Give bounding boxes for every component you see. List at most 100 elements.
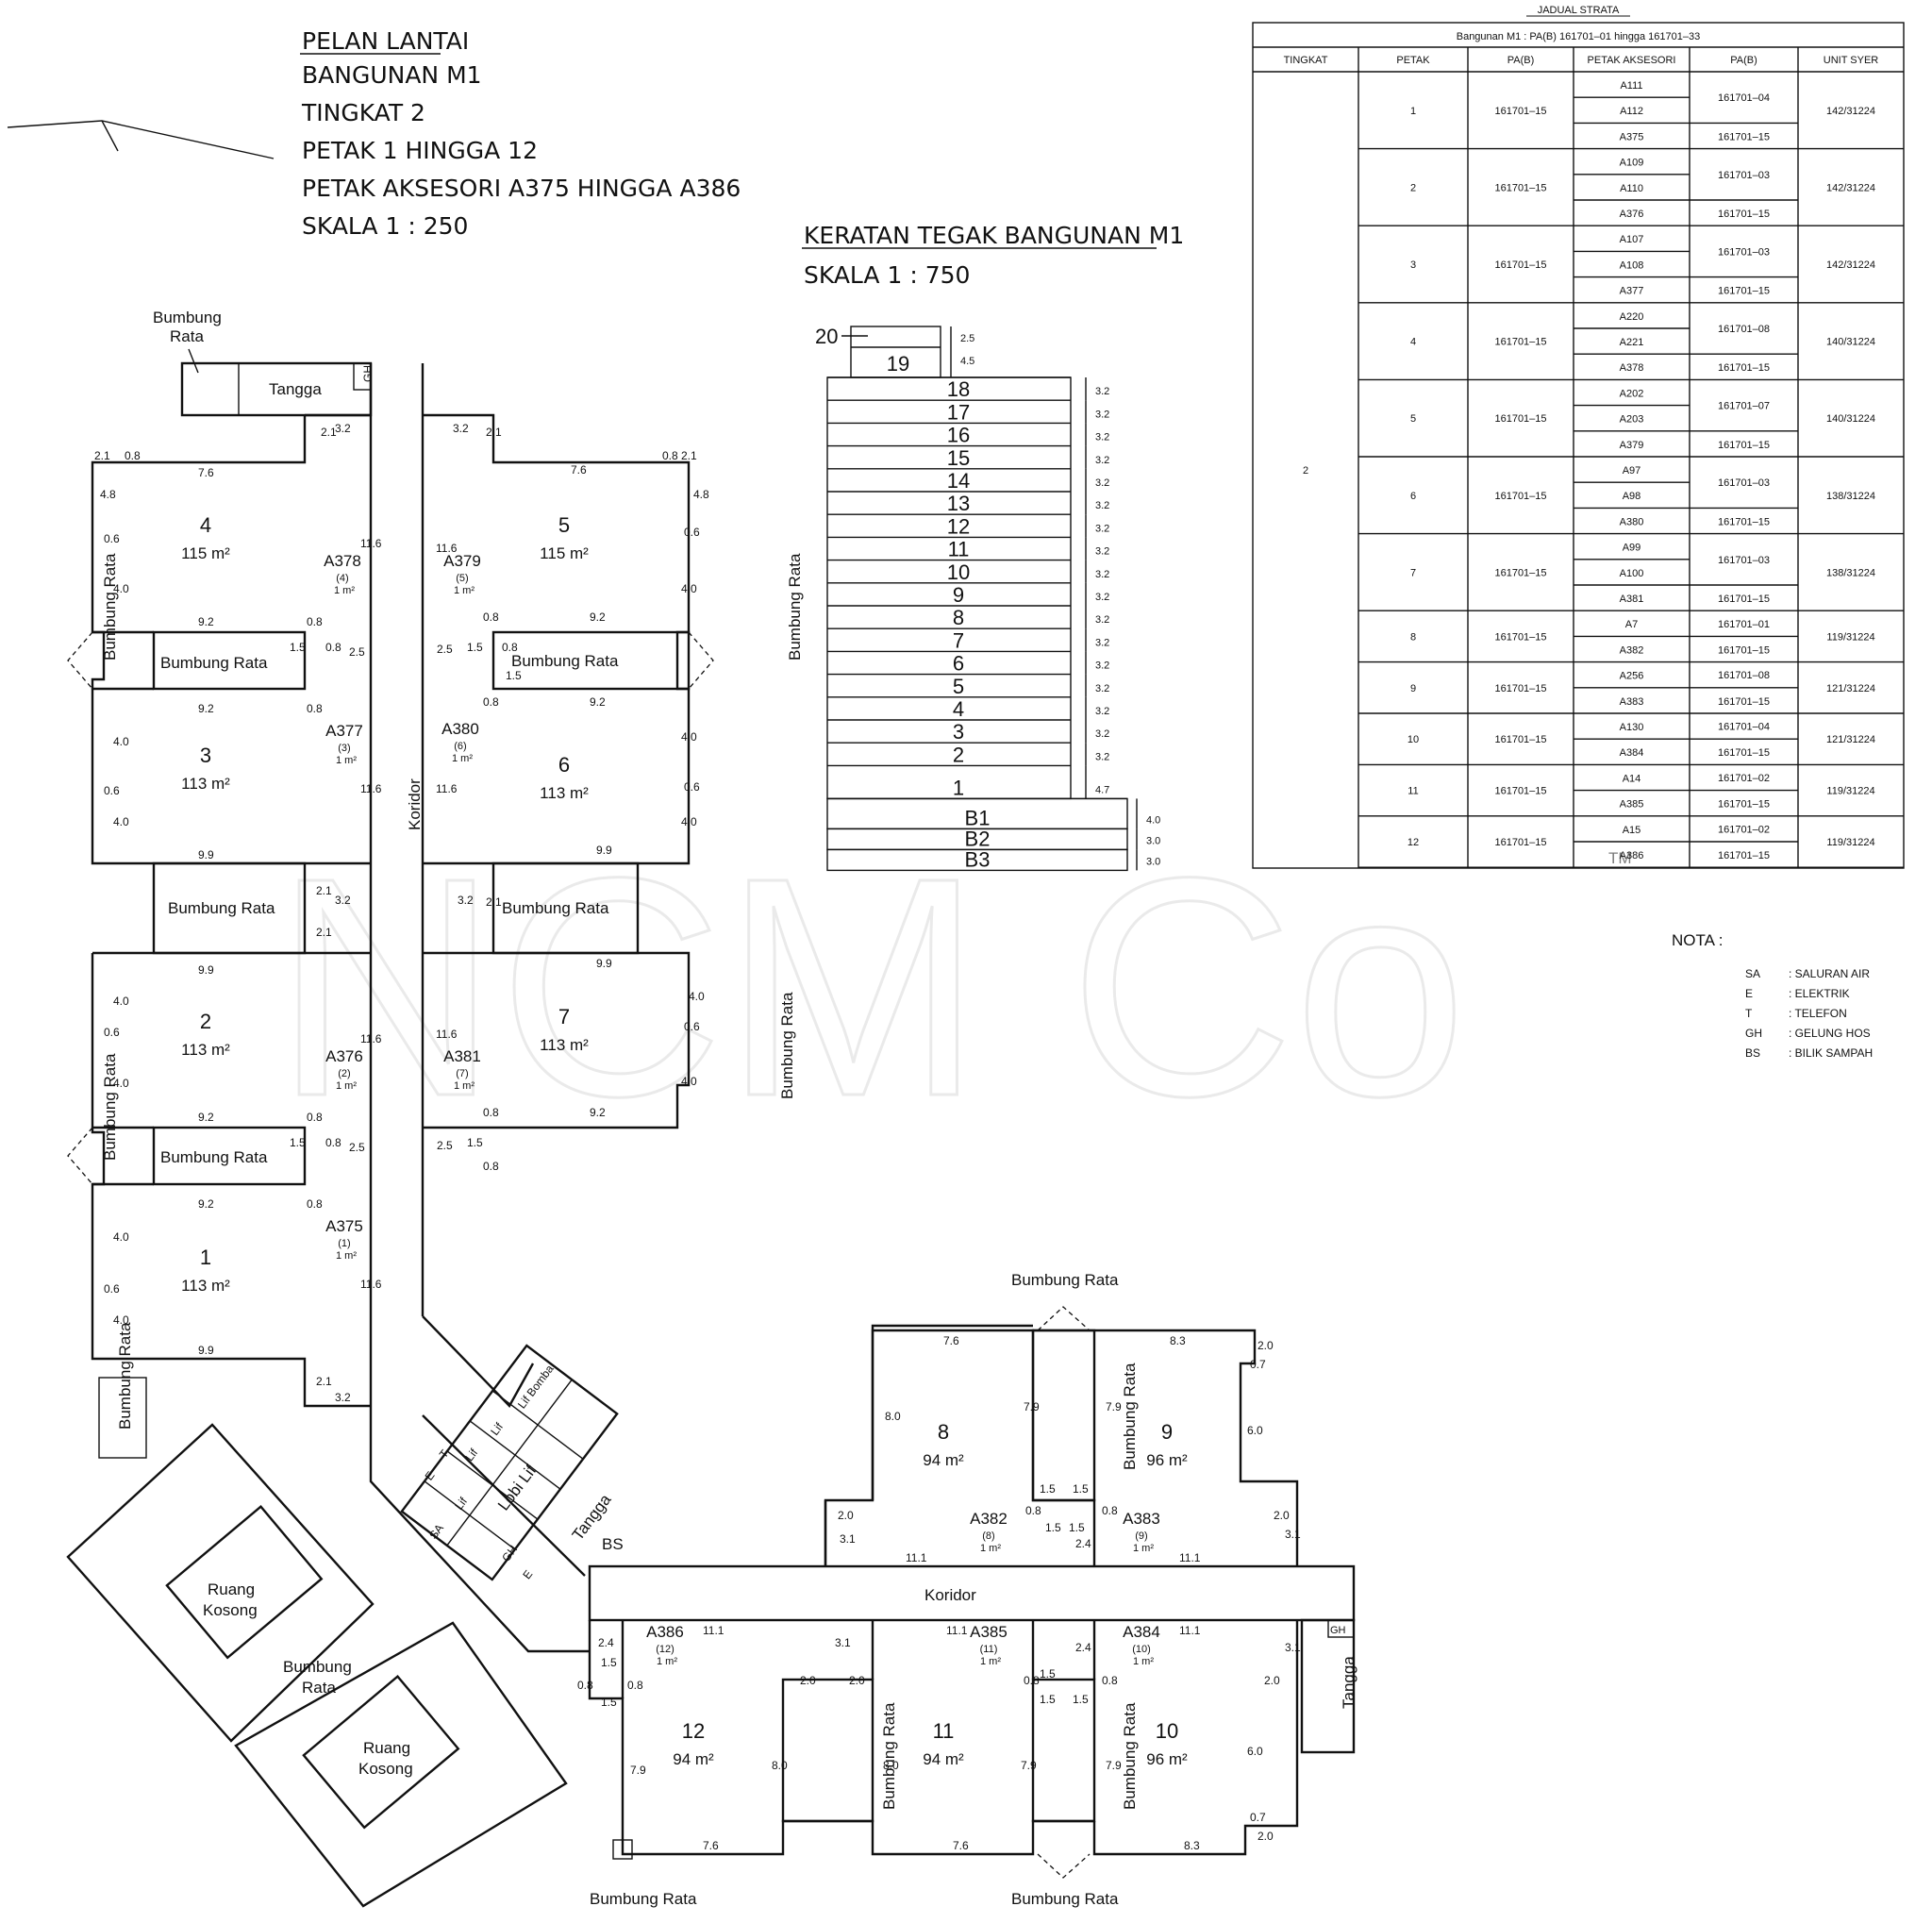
accessory-A378-unit: (4): [336, 573, 348, 584]
dimension-n-59: 0.8: [307, 1197, 323, 1211]
section-floor-19-height: 4.5: [960, 356, 974, 367]
dimension-n-72: 0.8: [483, 1106, 499, 1119]
section-floor-height-15: 3.2: [1095, 455, 1109, 466]
south-wing: Koridor Bumbung Rata Bumbung Rata Tangga…: [577, 1271, 1357, 1908]
dimension-n-53: 9.2: [198, 1111, 214, 1124]
strata-pab-4: 161701–15: [1494, 337, 1546, 348]
dimension-s-15: 0.8: [1102, 1504, 1118, 1517]
accessory-A380-area: 1 m²: [452, 753, 473, 764]
dimension-s-25: 3.1: [1285, 1641, 1301, 1654]
section-floor-14: 14: [947, 469, 970, 493]
dimension-s-42: 1.5: [1040, 1693, 1056, 1706]
unit-12-area: 94 m²: [673, 1750, 714, 1768]
south-stair-label: Tangga: [1340, 1656, 1357, 1709]
section-floor-2: 2: [953, 743, 964, 766]
strata-acc-3-1: A108: [1620, 259, 1644, 271]
dimension-n-40: 9.9: [596, 844, 612, 857]
section-floor-8: 8: [953, 606, 964, 629]
section-floor-4: 4: [953, 697, 964, 721]
strata-acc-11-1: A385: [1620, 799, 1644, 811]
dimension-n-39: 4.0: [681, 815, 697, 828]
strata-accpab-3-0: 161701–03: [1718, 246, 1770, 258]
sw-roof-label-1: Bumbung: [283, 1658, 352, 1676]
dimension-s-45: 7.6: [953, 1839, 969, 1852]
strata-acc-4-0: A220: [1620, 311, 1644, 323]
dimension-s-22: 11.1: [946, 1624, 968, 1637]
strata-pab-6: 161701–15: [1494, 491, 1546, 502]
strata-acc-3-0: A107: [1620, 234, 1644, 245]
accessory-A381-area: 1 m²: [454, 1080, 475, 1092]
roof-label-3-2: Bumbung Rata: [168, 899, 275, 917]
dimension-n-64: 9.9: [198, 1344, 214, 1357]
sw-roof-label-2: Rata: [302, 1679, 336, 1697]
strata-acc-6-1: A98: [1623, 491, 1641, 502]
section-floor-13: 13: [947, 492, 970, 515]
accessory-A384-unit: (10): [1132, 1644, 1151, 1655]
dimension-n-1: 2.1: [94, 449, 110, 462]
strata-acc-10-1: A384: [1620, 747, 1644, 759]
strata-acc-2-2: A376: [1620, 209, 1644, 220]
strata-syer-11: 119/31224: [1826, 786, 1874, 797]
plan-title-block: PELAN LANTAI BANGUNAN M1 TINGKAT 2 PETAK…: [300, 27, 741, 240]
accessory-A386-code: A386: [646, 1623, 684, 1641]
unit-4-area: 115 m²: [181, 544, 230, 562]
strata-acc-6-2: A380: [1620, 516, 1644, 527]
dimension-s-40: 0.8: [1024, 1674, 1040, 1687]
unit-7-area: 113 m²: [540, 1036, 589, 1054]
unit-12-number: 12: [682, 1719, 705, 1743]
dimension-n-17: 2.1: [321, 426, 337, 439]
dimension-s-32: 2.0: [849, 1674, 865, 1687]
accessory-A377-unit: (3): [338, 743, 350, 754]
dimension-n-52: 11.6: [360, 1032, 382, 1045]
plan-level: TINGKAT 2: [301, 99, 425, 126]
strata-tingkat-value: 2: [1303, 465, 1308, 477]
dimension-n-4: 0.6: [104, 532, 120, 545]
section-B3-height: 3.0: [1146, 856, 1160, 867]
strata-syer-4: 140/31224: [1826, 337, 1875, 348]
void-1-label-2: Kosong: [203, 1601, 258, 1619]
dimension-n-15: 4.0: [113, 815, 129, 828]
strata-header-3: PETAK AKSESORI: [1588, 55, 1676, 66]
void-1-label-1: Ruang: [208, 1580, 255, 1598]
section-floor-height-13: 3.2: [1095, 500, 1109, 511]
dimension-n-57: 2.5: [349, 1141, 365, 1154]
section-floor-3: 3: [953, 720, 964, 744]
accessory-A378-code: A378: [324, 552, 361, 570]
dimension-n-71: 11.6: [436, 1028, 458, 1041]
dimension-n-49: 4.0: [113, 995, 129, 1008]
strata-accpab-11-0: 161701–02: [1718, 773, 1770, 784]
strata-syer-10: 121/31224: [1826, 734, 1875, 745]
strata-accpab-12-0: 161701–02: [1718, 824, 1770, 835]
accessory-A377-area: 1 m²: [336, 755, 357, 766]
unit-3-area: 113 m²: [181, 775, 230, 793]
dimension-s-44: 7.6: [703, 1839, 719, 1852]
dimension-n-63: 11.6: [360, 1278, 382, 1291]
dimension-n-48: 9.9: [198, 963, 214, 977]
section-floor-7: 7: [953, 628, 964, 652]
strata-acc-1-2: A375: [1620, 131, 1644, 142]
dimension-n-51: 4.0: [113, 1077, 129, 1090]
unit-2-area: 113 m²: [181, 1041, 230, 1059]
unit-5-number: 5: [558, 513, 570, 537]
dimension-n-9: 0.8: [325, 641, 341, 654]
dimension-n-6: 9.2: [198, 615, 214, 628]
accessory-A382-unit: (8): [982, 1530, 994, 1542]
roof-between-11-10: Bumbung Rata: [1121, 1702, 1139, 1810]
dimension-s-49: 1.5: [1040, 1667, 1056, 1681]
dimension-s-26: 2.4: [598, 1636, 614, 1649]
nota-key-GH: GH: [1745, 1027, 1762, 1040]
accessory-A381-unit: (7): [456, 1068, 468, 1079]
dimension-n-45: 2.1: [316, 926, 332, 939]
strata-petak-8: 8: [1410, 631, 1416, 643]
dimension-s-35: 8.0: [883, 1759, 899, 1772]
dimension-n-38: 0.6: [684, 780, 700, 794]
section-floor-20: 20: [815, 325, 838, 348]
dimension-s-39: 6.0: [1247, 1745, 1263, 1758]
strata-pab-2: 161701–15: [1494, 182, 1546, 193]
section-floor-1: 1: [953, 776, 964, 799]
section-floor-height-8: 3.2: [1095, 614, 1109, 626]
bin-room-label: BS: [602, 1535, 624, 1553]
dimension-n-34: 1.5: [506, 669, 522, 682]
strata-acc-2-1: A110: [1620, 183, 1643, 194]
